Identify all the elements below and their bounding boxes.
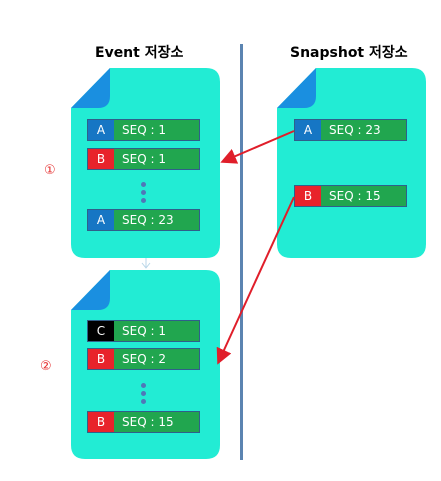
event-row-6: B SEQ : 15 xyxy=(87,411,200,433)
event-row-2: B SEQ : 1 xyxy=(87,148,200,170)
seq-label: SEQ : 1 xyxy=(114,120,199,140)
seq-label: SEQ : 23 xyxy=(114,210,199,230)
snapshot-row-2: B SEQ : 15 xyxy=(294,185,407,207)
arrow-snapshot-a-to-event xyxy=(220,130,295,164)
seq-label: SEQ : 15 xyxy=(114,412,199,432)
tag-label: C xyxy=(88,321,114,341)
tag-label: A xyxy=(88,210,114,230)
snapshot-document xyxy=(277,68,426,258)
step-1-label: ① xyxy=(44,163,56,178)
seq-label: SEQ : 1 xyxy=(114,149,199,169)
event-row-1: A SEQ : 1 xyxy=(87,119,200,141)
seq-label: SEQ : 2 xyxy=(114,349,199,369)
arrow-snapshot-b-to-event xyxy=(216,196,295,365)
tag-label: A xyxy=(88,120,114,140)
snapshot-store-title: Snapshot 저장소 xyxy=(290,45,408,61)
store-divider xyxy=(240,44,243,460)
event-row-5: B SEQ : 2 xyxy=(87,348,200,370)
tag-label: B xyxy=(88,412,114,432)
tag-label: B xyxy=(88,149,114,169)
seq-label: SEQ : 23 xyxy=(321,120,406,140)
vertical-ellipsis-icon xyxy=(141,182,147,206)
tag-label: A xyxy=(295,120,321,140)
tag-label: B xyxy=(88,349,114,369)
step-2-label: ② xyxy=(40,359,52,374)
event-row-3: A SEQ : 23 xyxy=(87,209,200,231)
vertical-ellipsis-icon xyxy=(141,383,147,407)
tag-label: B xyxy=(295,186,321,206)
event-row-4: C SEQ : 1 xyxy=(87,320,200,342)
event-store-title: Event 저장소 xyxy=(95,45,184,61)
seq-label: SEQ : 1 xyxy=(114,321,199,341)
snapshot-row-1: A SEQ : 23 xyxy=(294,119,407,141)
seq-label: SEQ : 15 xyxy=(321,186,406,206)
down-connector-icon xyxy=(141,258,151,269)
